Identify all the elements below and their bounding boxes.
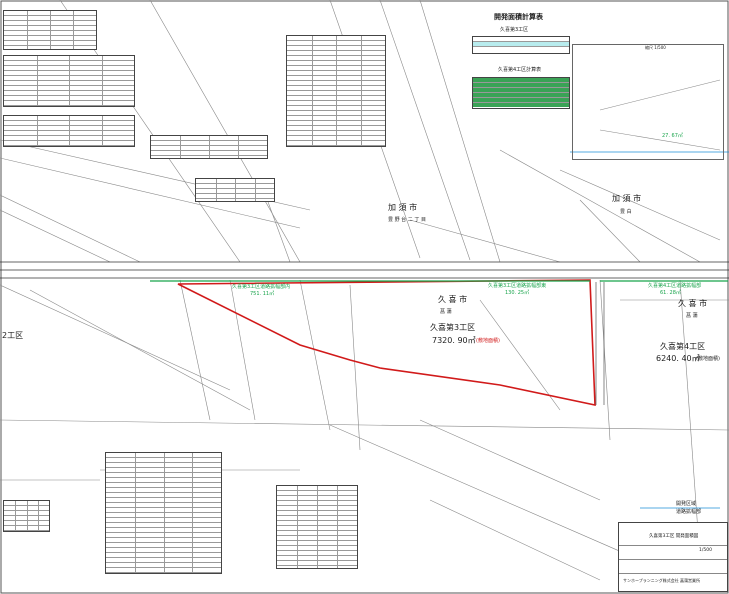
summary-title: 開発面積計算表 (494, 13, 543, 21)
table-column-divider (36, 116, 38, 146)
district-kuki-center-label: 菖 蒲 (440, 309, 452, 315)
summary-table-area4 (472, 77, 570, 109)
zone2-label: 2工区 (2, 331, 24, 340)
city-kuki-center-label: 久 喜 市 (438, 295, 468, 304)
district-kazo-right-label: 豊 白 (620, 209, 632, 215)
inset-map-frame (572, 44, 724, 160)
area-table-6 (195, 178, 275, 202)
area-table-4 (286, 35, 386, 147)
table-column-divider (134, 453, 136, 573)
table-column-divider (50, 11, 51, 49)
summary-table-area3 (472, 36, 570, 54)
road-strip-left-area: 751. 11㎡ (250, 291, 275, 297)
table-column-divider (337, 486, 338, 568)
city-kuki-right-label: 久 喜 市 (678, 299, 708, 308)
table-column-divider (311, 36, 313, 146)
table-column-divider (69, 116, 70, 146)
table-column-divider (192, 453, 194, 573)
development-boundary (177, 279, 596, 406)
zone4-label: 久喜第4工区 (660, 342, 706, 351)
district-kazo-label: 豊 野 台 二 丁 目 (388, 217, 426, 223)
table-column-divider (297, 486, 298, 568)
scale-label: 縮尺 1/500 (645, 45, 666, 50)
district-kuki-right-label: 菖 蒲 (686, 313, 698, 319)
table-column-divider (69, 56, 70, 106)
table-column-divider (36, 56, 38, 106)
table-column-divider (26, 501, 28, 531)
table-column-divider (317, 486, 318, 568)
area-table-5 (150, 135, 268, 159)
coordinate-table-center (276, 485, 358, 569)
legend: 開発区域 道路拡幅部 (624, 498, 724, 520)
table-column-divider (235, 179, 236, 201)
road-strip-right-area: 61. 28㎡ (660, 290, 681, 296)
area-table-1 (3, 10, 97, 50)
table-column-divider (163, 453, 165, 573)
table-column-divider (336, 36, 337, 146)
city-kazo-right-label: 加 須 市 (612, 194, 642, 203)
road-strip-mid-label: 久喜第3工区道路拡幅部東 (488, 283, 547, 289)
summary-panel: 開発面積計算表 久喜第3工区 久喜第4工区計算表 (470, 14, 570, 109)
city-kazo-label: 加 須 市 (388, 203, 418, 212)
table-column-divider (360, 36, 362, 146)
zone4-area: 6240. 40㎡ (656, 354, 700, 363)
area-table-3 (3, 115, 135, 147)
table-column-divider (209, 136, 210, 158)
table-column-divider (101, 116, 103, 146)
legend-item-2: 道路拡幅部 (676, 509, 702, 515)
road-strip-left-label: 久喜第3工区道路拡幅部内 (232, 284, 291, 290)
table-column-divider (215, 179, 217, 201)
titleblock-company: サンホープランニング株式会社 菖蒲営業所 (623, 578, 701, 583)
zone3-note: (敷地面積) (476, 338, 500, 344)
road-strip-mid-area: 130. 25㎡ (505, 290, 530, 296)
table-column-divider (15, 501, 17, 531)
zone4-note: (敷地面積) (696, 356, 720, 362)
coordinate-table-left (105, 452, 222, 574)
summary-heading-area4: 久喜第4工区計算表 (498, 67, 542, 73)
road-strip-right-label: 久喜第4工区道路拡幅部 (648, 283, 702, 289)
table-column-divider (27, 11, 28, 49)
zone3-label: 久喜第3工区 (430, 323, 476, 332)
coordinate-table-bottom-left (3, 500, 50, 532)
titleblock-scale: 1/500 (699, 548, 712, 553)
table-column-divider (180, 136, 181, 158)
legend-item-1: 開発区域 (676, 501, 697, 507)
table-column-divider (101, 56, 103, 106)
table-column-divider (37, 501, 39, 531)
table-column-divider (254, 179, 256, 201)
title-block: 久喜第3工区 開発面積図 1/500 サンホープランニング株式会社 菖蒲営業所 (618, 522, 728, 592)
summary-heading-area3: 久喜第3工区 (500, 27, 529, 33)
table-column-divider (73, 11, 74, 49)
zone3-area: 7320. 90㎡ (432, 336, 476, 345)
table-column-divider (238, 136, 239, 158)
titleblock-project: 久喜第3工区 開発面積図 (649, 534, 699, 539)
side-area-label: 27. 67㎡ (662, 133, 683, 139)
area-table-2 (3, 55, 135, 107)
